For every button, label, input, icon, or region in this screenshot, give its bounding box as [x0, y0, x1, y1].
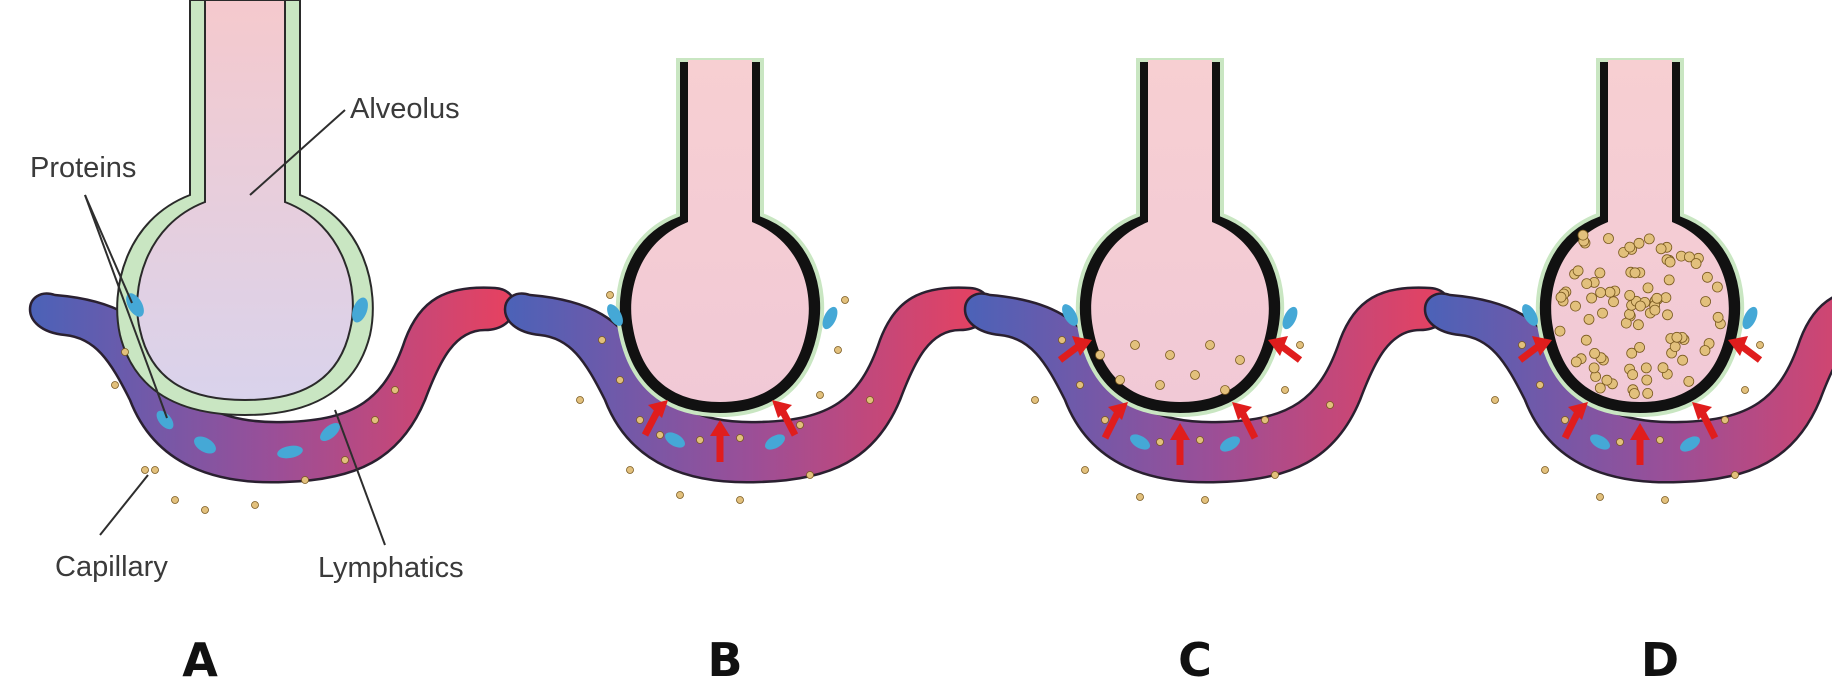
panel-c — [965, 60, 1450, 504]
proteins-leader-1 — [85, 195, 132, 303]
alveolus-label: Alveolus — [350, 93, 460, 125]
alveolus-space — [137, 0, 353, 400]
panel-letter-a: A — [182, 633, 218, 687]
panel-b — [505, 60, 990, 504]
panel-letter-d: D — [1641, 633, 1679, 687]
panel-letter-b: B — [707, 633, 742, 687]
panel-a — [30, 0, 515, 514]
panel-d — [1425, 60, 1832, 504]
lymphatics-label: Lymphatics — [318, 552, 464, 584]
capillary-leader — [100, 475, 148, 535]
capillary-label: Capillary — [55, 551, 168, 583]
panel-letter-c: C — [1178, 633, 1212, 687]
proteins-label: Proteins — [30, 152, 136, 184]
